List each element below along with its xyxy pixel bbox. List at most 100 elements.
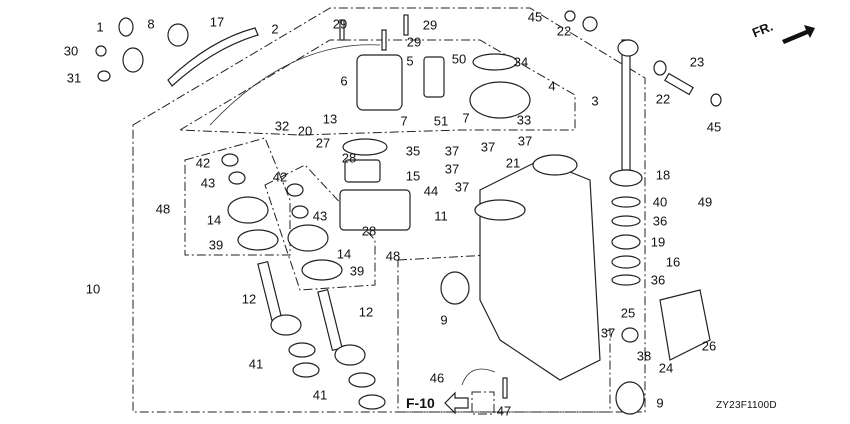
part-callout-3[interactable]: 3 bbox=[591, 93, 599, 109]
part-callout-41[interactable]: 41 bbox=[248, 356, 264, 372]
part-callout-27[interactable]: 27 bbox=[315, 135, 331, 151]
part-callout-37[interactable]: 37 bbox=[600, 325, 616, 341]
part-callout-25[interactable]: 25 bbox=[620, 305, 636, 321]
part-callout-4[interactable]: 4 bbox=[548, 78, 556, 94]
part-22-bush bbox=[653, 60, 667, 76]
part-42-seal-a bbox=[221, 153, 239, 167]
part-callout-43[interactable]: 43 bbox=[312, 208, 328, 224]
rod-eye bbox=[617, 39, 639, 57]
part-42-seal-b bbox=[286, 183, 304, 197]
part-callout-9[interactable]: 9 bbox=[656, 395, 664, 411]
part-callout-21[interactable]: 21 bbox=[505, 155, 521, 171]
part-11-valve-body bbox=[339, 189, 411, 231]
part-41-ring-a2 bbox=[292, 362, 320, 378]
part-1-clip bbox=[118, 17, 134, 37]
part-callout-49[interactable]: 49 bbox=[697, 194, 713, 210]
part-12-rod-a bbox=[257, 260, 283, 324]
part-callout-32[interactable]: 32 bbox=[274, 118, 290, 134]
part-callout-41[interactable]: 41 bbox=[312, 387, 328, 403]
part-callout-20[interactable]: 20 bbox=[297, 123, 313, 139]
part-39-ring-b bbox=[301, 259, 343, 281]
part-callout-36[interactable]: 36 bbox=[652, 213, 668, 229]
part-39-ring-a bbox=[237, 229, 279, 251]
part-callout-29[interactable]: 29 bbox=[422, 17, 438, 33]
part-callout-7[interactable]: 7 bbox=[400, 113, 408, 129]
part-callout-46[interactable]: 46 bbox=[429, 370, 445, 386]
part-callout-8[interactable]: 8 bbox=[147, 16, 155, 32]
part-callout-6[interactable]: 6 bbox=[340, 73, 348, 89]
part-callout-44[interactable]: 44 bbox=[423, 183, 439, 199]
part-callout-47[interactable]: 47 bbox=[496, 403, 512, 419]
part-group-bottom bbox=[440, 271, 645, 415]
part-callout-1[interactable]: 1 bbox=[96, 19, 104, 35]
part-callout-34[interactable]: 34 bbox=[513, 54, 529, 70]
part-callout-17[interactable]: 17 bbox=[209, 14, 225, 30]
part-callout-29[interactable]: 29 bbox=[332, 16, 348, 32]
part-callout-51[interactable]: 51 bbox=[433, 113, 449, 129]
part-callout-9[interactable]: 9 bbox=[440, 312, 448, 328]
part-callout-12[interactable]: 12 bbox=[241, 291, 257, 307]
part-callout-39[interactable]: 39 bbox=[208, 237, 224, 253]
part-callout-22[interactable]: 22 bbox=[655, 91, 671, 107]
part-group-motor bbox=[209, 14, 531, 126]
part-callout-12[interactable]: 12 bbox=[358, 304, 374, 320]
part-callout-13[interactable]: 13 bbox=[322, 111, 338, 127]
part-callout-11[interactable]: 11 bbox=[434, 208, 448, 224]
part-callout-37[interactable]: 37 bbox=[444, 161, 460, 177]
part-12-piston-b bbox=[334, 344, 366, 366]
part-callout-28[interactable]: 28 bbox=[341, 150, 357, 166]
part-callout-45[interactable]: 45 bbox=[706, 119, 722, 135]
cylinder-top bbox=[532, 154, 578, 176]
part-callout-14[interactable]: 14 bbox=[206, 212, 222, 228]
part-callout-40[interactable]: 40 bbox=[652, 194, 668, 210]
part-callout-23[interactable]: 23 bbox=[689, 54, 705, 70]
part-callout-48[interactable]: 48 bbox=[385, 248, 401, 264]
part-47-screw bbox=[502, 377, 508, 399]
figure-reference-label[interactable]: F-10 bbox=[406, 395, 435, 411]
part-callout-26[interactable]: 26 bbox=[701, 338, 717, 354]
part-callout-5[interactable]: 5 bbox=[406, 53, 414, 69]
assembly-boundary-10 bbox=[132, 7, 646, 413]
part-callout-38[interactable]: 38 bbox=[636, 348, 652, 364]
part-callout-2[interactable]: 2 bbox=[271, 21, 279, 37]
part-callout-43[interactable]: 43 bbox=[200, 175, 216, 191]
part-callout-45[interactable]: 45 bbox=[527, 9, 543, 25]
part-18-piston bbox=[609, 169, 643, 187]
part-callout-42[interactable]: 42 bbox=[195, 155, 211, 171]
part-callout-29[interactable]: 29 bbox=[406, 34, 422, 50]
part-callout-37[interactable]: 37 bbox=[517, 133, 533, 149]
part-callout-22[interactable]: 22 bbox=[556, 23, 572, 39]
part-29-bolt-c bbox=[381, 29, 387, 51]
part-callout-19[interactable]: 19 bbox=[650, 234, 666, 250]
part-callout-28[interactable]: 28 bbox=[361, 223, 377, 239]
part-callout-7[interactable]: 7 bbox=[462, 110, 470, 126]
part-36-ring-b bbox=[611, 274, 641, 286]
part-34-o-ring bbox=[472, 53, 518, 71]
part-callout-37[interactable]: 37 bbox=[480, 139, 496, 155]
part-callout-16[interactable]: 16 bbox=[665, 254, 681, 270]
part-17-grommet bbox=[167, 23, 189, 47]
part-callout-24[interactable]: 24 bbox=[658, 360, 674, 376]
part-15-valve bbox=[344, 159, 381, 183]
part-5-armature bbox=[423, 56, 445, 98]
part-callout-14[interactable]: 14 bbox=[336, 246, 352, 262]
assembly-boundary-3 bbox=[178, 39, 576, 136]
cylinder-port bbox=[474, 199, 526, 221]
part-callout-42[interactable]: 42 bbox=[272, 169, 288, 185]
part-callout-48[interactable]: 48 bbox=[155, 201, 171, 217]
part-callout-18[interactable]: 18 bbox=[655, 167, 671, 183]
part-callout-15[interactable]: 15 bbox=[405, 168, 421, 184]
part-callout-33[interactable]: 33 bbox=[516, 112, 532, 128]
part-callout-50[interactable]: 50 bbox=[451, 51, 467, 67]
part-callout-30[interactable]: 30 bbox=[63, 43, 79, 59]
part-callout-39[interactable]: 39 bbox=[349, 263, 365, 279]
part-callout-37[interactable]: 37 bbox=[454, 179, 470, 195]
part-callout-37[interactable]: 37 bbox=[444, 143, 460, 159]
part-callout-36[interactable]: 36 bbox=[650, 272, 666, 288]
part-callout-10[interactable]: 10 bbox=[85, 281, 101, 297]
part-41-ring-b1 bbox=[348, 372, 376, 388]
part-callout-35[interactable]: 35 bbox=[405, 143, 421, 159]
part-callout-31[interactable]: 31 bbox=[66, 70, 82, 86]
